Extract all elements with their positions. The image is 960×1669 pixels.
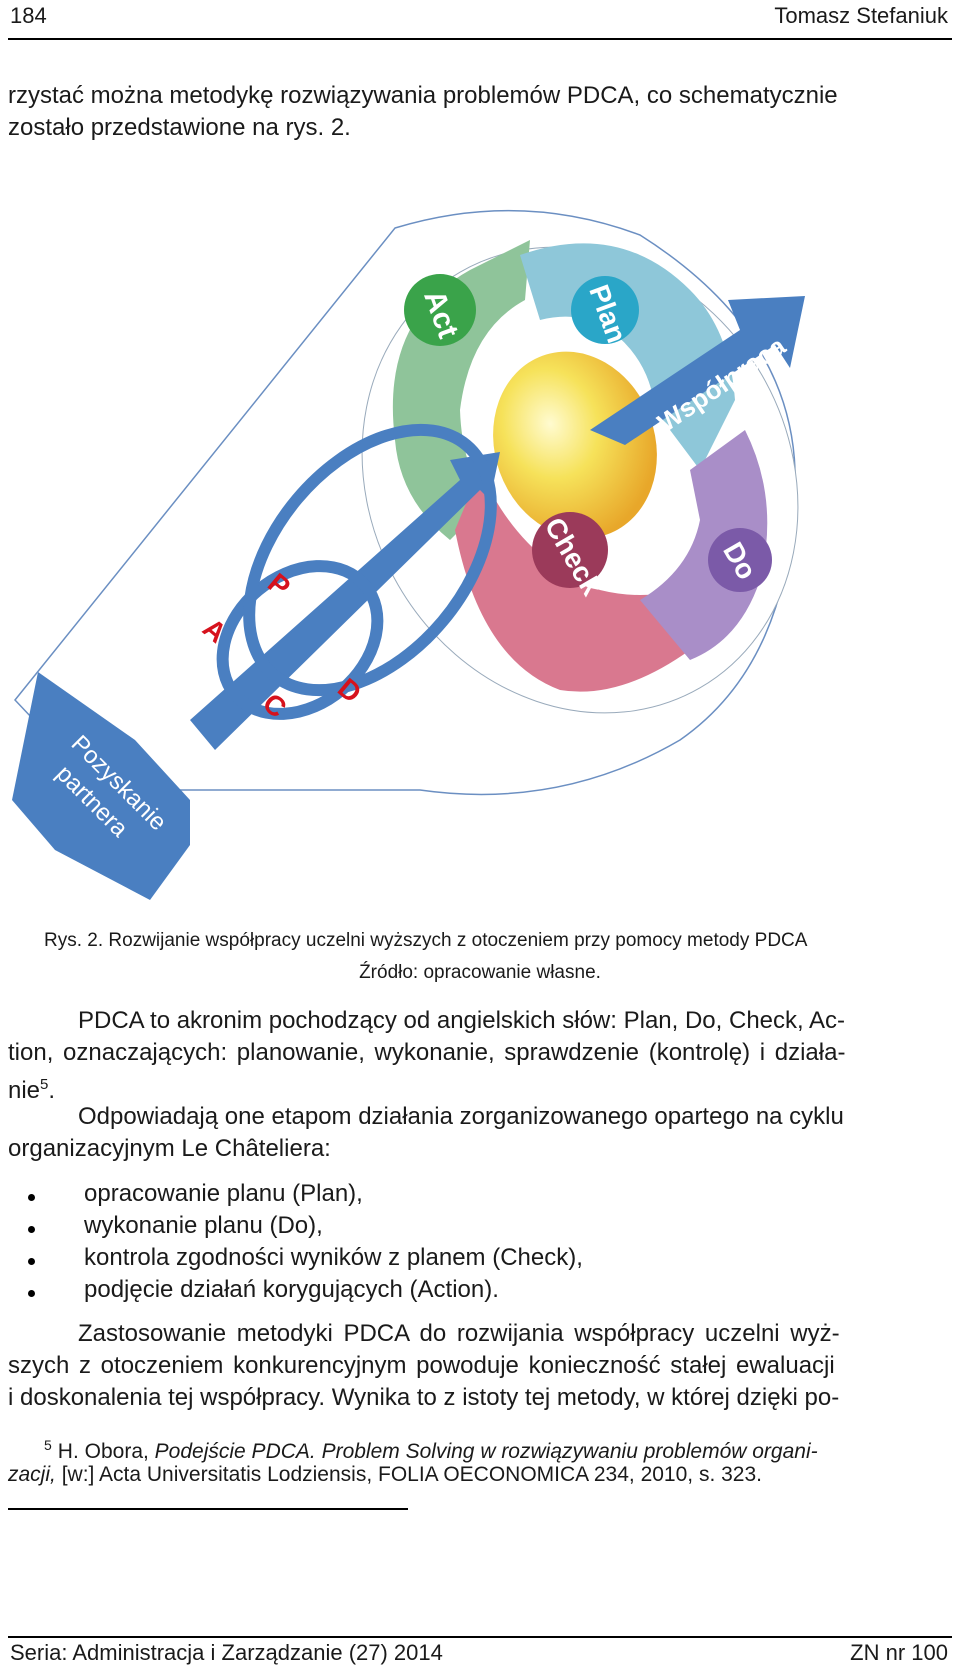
para1-line-3: nie5.	[8, 1069, 55, 1107]
footnote-line-1: 5 H. Obora, Podejście PDCA. Problem Solvi…	[44, 1430, 818, 1467]
pdca-large-ring	[243, 423, 497, 697]
partner-pentagon	[12, 672, 190, 900]
bullet-item-4: podjęcie działań korygujących (Action).	[84, 1276, 499, 1303]
footnote-title: Podejście PDCA. Problem Solving w rozwią…	[154, 1440, 818, 1463]
para1-line-1: PDCA to akronim pochodzący od angielskic…	[78, 1007, 846, 1034]
bullet-dot	[28, 1226, 35, 1233]
bullet-dot	[28, 1194, 35, 1201]
bullet-item-3: kontrola zgodności wyników z planem (Che…	[84, 1244, 583, 1271]
footnote-ref: 5	[40, 1076, 49, 1093]
para1-period: .	[48, 1077, 56, 1104]
bullet-dot	[28, 1290, 35, 1297]
plan-badge	[571, 276, 639, 344]
bullet-item-2: wykonanie planu (Do),	[84, 1212, 323, 1239]
page-number: 184	[10, 3, 47, 28]
intro-line-1: rzystać można metodykę rozwiązywania pro…	[8, 82, 838, 109]
para3-line-3: i doskonalenia tej współpracy. Wynika to…	[8, 1384, 840, 1411]
footnote-author: H. Obora,	[57, 1440, 155, 1463]
para1-word: nie	[8, 1077, 41, 1104]
para1-line-2: tion, oznaczających: planowanie, wykonan…	[8, 1039, 846, 1066]
bullet-dot	[28, 1258, 35, 1265]
intro-line-2: zostało przedstawione na rys. 2.	[8, 114, 351, 141]
pdca-figure: Act Plan Check Do Współpraca P A D C Poz…	[12, 209, 805, 900]
para2-line-1: Odpowiadają one etapom działania zorgani…	[78, 1103, 844, 1130]
running-head-author: Tomasz Stefaniuk	[774, 3, 948, 28]
para3-line-2: szych z otoczeniem konkurencyjnym powodu…	[8, 1352, 835, 1379]
footnote-rule	[8, 1508, 408, 1510]
footer-rule	[8, 1636, 952, 1638]
para3-line-1: Zastosowanie metodyki PDCA do rozwijania…	[78, 1320, 840, 1347]
do-segment	[640, 430, 768, 660]
header-rule	[8, 38, 952, 40]
footnote-title-end: zacji,	[8, 1463, 56, 1486]
check-badge	[532, 512, 608, 588]
footnote-line-2: zacji, [w:] Acta Universitatis Lodziensi…	[8, 1460, 762, 1490]
footnote-source: [w:] Acta Universitatis Lodziensis, FOLI…	[55, 1463, 762, 1486]
footer-issue: ZN nr 100	[850, 1640, 948, 1665]
footnote-number: 5	[44, 1437, 52, 1453]
bullet-item-1: opracowanie planu (Plan),	[84, 1180, 363, 1207]
do-badge	[708, 528, 772, 592]
para2-line-2: organizacyjnym Le Châteliera:	[8, 1135, 331, 1162]
act-badge	[404, 274, 476, 346]
figure-caption: Rys. 2. Rozwijanie współpracy uczelni wy…	[44, 930, 808, 951]
cooperation-arrow	[590, 296, 805, 445]
center-sphere	[493, 351, 657, 539]
footer-series: Seria: Administracja i Zarządzanie (27) …	[10, 1640, 443, 1665]
figure-source: Źródło: opracowanie własne.	[359, 962, 601, 983]
